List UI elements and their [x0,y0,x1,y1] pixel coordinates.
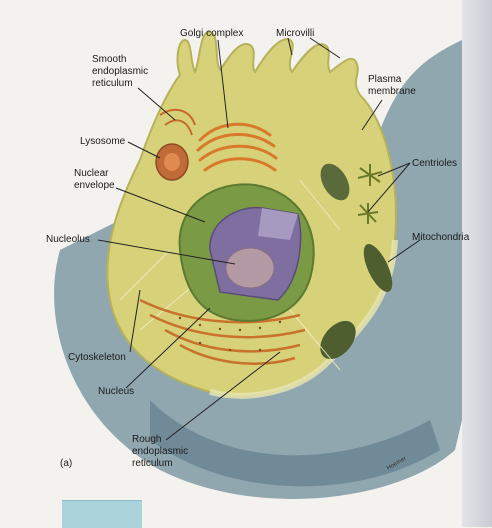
label-cytoskeleton: Cytoskeleton [68,352,126,363]
page-footer-box [62,500,142,528]
nucleolus [226,248,274,288]
label-smooth-er-1: Smooth [92,54,126,65]
label-rough-er-2: endoplasmic [132,446,188,457]
label-smooth-er-2: endoplasmic [92,66,148,77]
label-lysosome: Lysosome [80,136,126,147]
label-plasma-membrane-1: Plasma [368,74,402,85]
label-nuclear-envelope-2: envelope [74,180,115,191]
panel-label: (a) [60,458,72,469]
label-nucleolus: Nucleolus [46,234,90,245]
label-rough-er-1: Rough [132,434,161,445]
label-microvilli: Microvilli [276,28,314,39]
label-nuclear-envelope-1: Nuclear [74,168,109,179]
label-mitochondria: Mitochondria [412,232,470,243]
label-rough-er-3: reticulum [132,458,173,469]
label-centrioles: Centrioles [412,158,457,169]
label-smooth-er-3: reticulum [92,78,133,89]
label-nucleus: Nucleus [98,386,134,397]
label-plasma-membrane-2: membrane [368,86,416,97]
label-golgi: Golgi complex [180,28,243,39]
